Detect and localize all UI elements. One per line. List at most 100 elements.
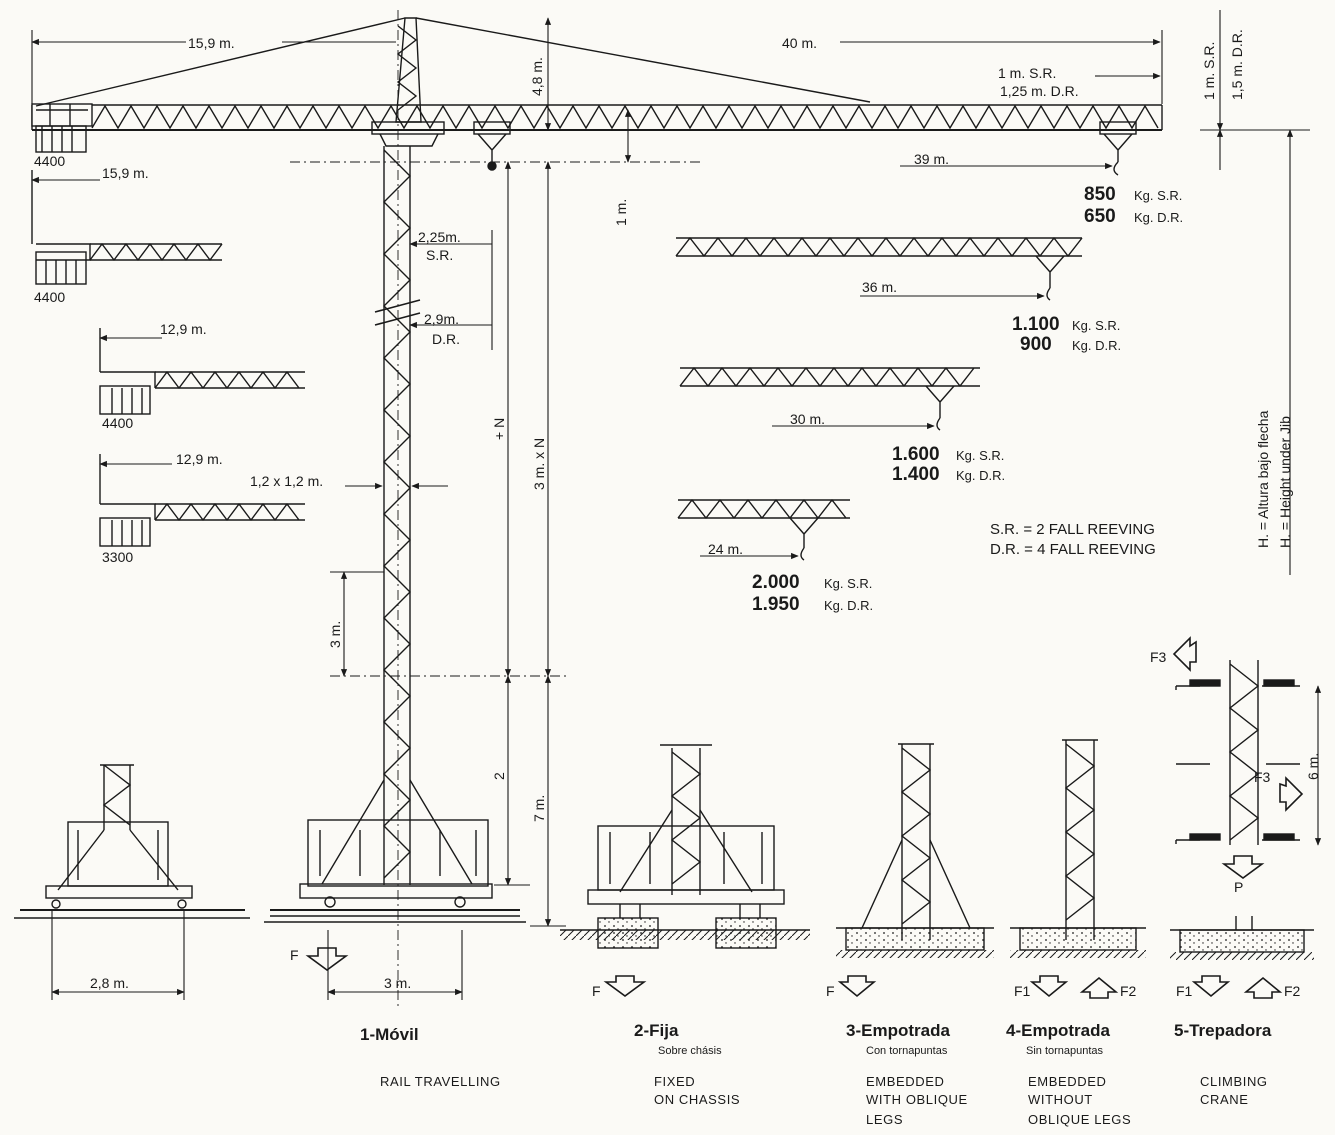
type-2-caption-2: ON CHASSIS (654, 1092, 740, 1107)
right-sr-label: 1 m. S.R. (1201, 42, 1217, 100)
counterweight-options (31, 170, 305, 547)
force-f1-4: F1 (1014, 983, 1031, 999)
load-sr-39: 850 (1084, 184, 1116, 205)
tower-head (35, 17, 871, 147)
base-28-label: 2,8 m. (90, 975, 129, 991)
cw-weight-1: 4400 (34, 153, 65, 169)
section-label: 1,2 x 1,2 m. (250, 473, 323, 489)
counterweight-block (35, 125, 87, 153)
force-f-2: F (592, 983, 601, 999)
cw-weight-4: 3300 (102, 549, 133, 565)
height-en-label: H. = Height under Jib (1277, 416, 1293, 548)
load-dr-unit-24: Kg. D.R. (824, 598, 873, 613)
load-sr-24: 2.000 (752, 572, 800, 593)
type-4-subtitle: Sin tornapuntas (1026, 1045, 1104, 1057)
force-p-arrow (1221, 855, 1265, 879)
two-label: 2 (491, 772, 507, 780)
type-4-title: 4-Empotrada (1006, 1021, 1110, 1040)
main-jib (31, 103, 1163, 131)
force-f3-top: F3 (1150, 649, 1167, 665)
three-m-label: 3 m. (327, 621, 343, 648)
type-1-caption-1: RAIL TRAVELLING (380, 1074, 501, 1089)
type-1-title: 1-Móvil (360, 1025, 419, 1044)
force-f3-arrow-left (1172, 636, 1197, 672)
mast-225-tag: S.R. (426, 247, 453, 263)
dimension-lines (31, 10, 1322, 1000)
load-reach-39: 39 m. (914, 151, 949, 167)
jib-variants (675, 236, 1083, 561)
load-sr-36: 1.100 (1012, 314, 1060, 335)
cw-label-3: 12,9 m. (160, 321, 207, 337)
crane-type-embedded-no-legs (1010, 739, 1146, 958)
jib-36 (675, 236, 1083, 301)
mast-29-label: 2,9m. (424, 311, 459, 327)
type-2-caption-1: FIXED (654, 1074, 695, 1089)
force-f-1: F (290, 947, 299, 963)
cw-option-3 (99, 328, 305, 415)
right-dr-label: 1,5 m. D.R. (1229, 29, 1245, 100)
force-f1-5: F1 (1176, 983, 1193, 999)
load-sr-unit-24: Kg. S.R. (824, 576, 872, 591)
mast (374, 146, 421, 885)
plus-n-label: + N (491, 418, 507, 440)
height-es-label: H. = Altura bajo flecha (1255, 410, 1271, 548)
type-4-caption-2: WITHOUT (1028, 1092, 1093, 1107)
force-f2-4: F2 (1120, 983, 1137, 999)
type-3-title: 3-Empotrada (846, 1021, 950, 1040)
load-dr-unit-30: Kg. D.R. (956, 468, 1005, 483)
mast-225-label: 2,25m. (418, 229, 461, 245)
force-arrows (305, 636, 1304, 999)
force-f2-arrow-5 (1243, 976, 1283, 999)
hook-1m-label: 1 m. (613, 199, 629, 226)
load-dr-24: 1.950 (752, 594, 800, 615)
type-4-caption-3: OBLIQUE LEGS (1028, 1112, 1131, 1127)
mast-29-tag: D.R. (432, 331, 460, 347)
jib-truss (91, 104, 1159, 130)
tip-dr-label: 1,25 m. D.R. (1000, 83, 1079, 99)
jib-24 (677, 498, 850, 561)
trolley-far (1099, 121, 1137, 176)
type-3-caption-3: LEGS (866, 1112, 903, 1127)
type-3-caption-2: WITH OBLIQUE (866, 1092, 968, 1107)
load-sr-30: 1.600 (892, 444, 940, 465)
load-sr-unit-30: Kg. S.R. (956, 448, 1004, 463)
load-sr-unit-39: Kg. S.R. (1134, 188, 1182, 203)
crane-type-climbing (1170, 660, 1314, 960)
top-height-label: 4,8 m. (529, 57, 545, 96)
load-dr-unit-36: Kg. D.R. (1072, 338, 1121, 353)
load-reach-36: 36 m. (862, 279, 897, 295)
load-sr-unit-36: Kg. S.R. (1072, 318, 1120, 333)
force-f-arrow-2 (603, 975, 647, 997)
type-2-title: 2-Fija (634, 1021, 679, 1040)
jib-30 (679, 366, 980, 431)
cw-weight-3: 4400 (102, 415, 133, 431)
cw-weight-2: 4400 (34, 289, 65, 305)
cw-option-2 (31, 170, 223, 285)
force-f-arrow-1 (305, 947, 349, 971)
force-f-arrow-3 (837, 975, 877, 998)
type-5-caption-1: CLIMBING (1200, 1074, 1268, 1089)
mobile-base (264, 779, 526, 923)
force-f2-5: F2 (1284, 983, 1301, 999)
type-3-subtitle: Con tornapuntas (866, 1045, 948, 1057)
centerlines (290, 10, 700, 1010)
load-reach-24: 24 m. (708, 541, 743, 557)
type-5-caption-2: CRANE (1200, 1092, 1249, 1107)
force-f3-arrow-right (1279, 776, 1304, 812)
base-3-label: 3 m. (384, 975, 411, 991)
load-reach-30: 30 m. (790, 411, 825, 427)
load-dr-36: 900 (1020, 334, 1052, 355)
cw-option-4 (99, 454, 305, 547)
force-p: P (1234, 879, 1243, 895)
type-5-title: 5-Trepadora (1174, 1021, 1272, 1040)
load-dr-30: 1.400 (892, 464, 940, 485)
type-3-caption-1: EMBEDDED (866, 1074, 944, 1089)
legend-sr: S.R. = 2 FALL REEVING (990, 521, 1155, 538)
labels: 15,9 m. 40 m. 1 m. S.R. 1,25 m. D.R. 4,8… (34, 29, 1321, 1127)
type-4-caption-1: EMBEDDED (1028, 1074, 1106, 1089)
crane-type-embedded-legs (836, 743, 994, 958)
climb-6-label: 6 m. (1305, 753, 1321, 780)
type-2-subtitle: Sobre chásis (658, 1045, 722, 1057)
three-n-label: 3 m. x N (531, 438, 547, 490)
